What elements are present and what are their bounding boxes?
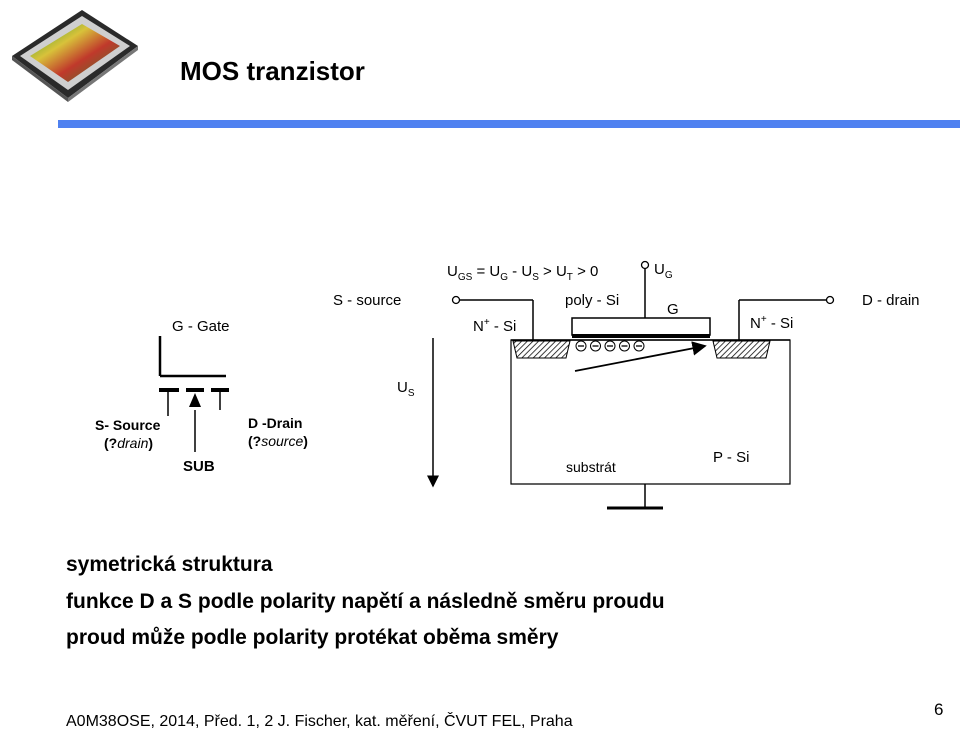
substrate-label: SUB <box>183 458 215 475</box>
footer-citation: A0M38OSE, 2014, Před. 1, 2 J. Fischer, k… <box>66 713 573 730</box>
n-plus-source-region <box>512 340 571 359</box>
poly-si-label: poly - Si <box>565 292 619 309</box>
page-number: 6 <box>934 700 944 719</box>
source-alt-label: (?drain) <box>104 435 153 451</box>
gate-terminal-circle <box>640 260 650 270</box>
electron-icon <box>590 340 601 352</box>
p-si-label: P - Si <box>713 449 749 466</box>
text-line-function: funkce D a S podle polarity napětí a nás… <box>66 590 665 613</box>
electron-icon <box>604 340 616 352</box>
drain-label: D -Drain <box>248 415 302 431</box>
text-line-current: proud může podle polarity protékat oběma… <box>66 626 559 649</box>
slide-title: MOS tranzistor <box>180 56 365 86</box>
source-voltage-label: US <box>397 379 415 399</box>
substrate-arrow-icon <box>189 393 201 407</box>
electron-icon <box>619 340 630 352</box>
gate-source-condition: UGS = UG - US > UT > 0 <box>447 263 598 283</box>
text-line-symmetric: symetrická struktura <box>66 553 273 576</box>
mosfet-symbol: G - Gate S- Source (?drain) D -Drain (?s… <box>95 318 308 475</box>
substrate-label-cz: substrát <box>566 459 616 475</box>
n-plus-drain-label: N+ - Si <box>750 314 793 332</box>
chip-logo-image <box>4 4 144 104</box>
electron-flow-arrow-icon <box>574 341 707 372</box>
gate-letter-label: G <box>667 301 679 318</box>
cross-section: UGS = UG - US > UT > 0 UG S - source D -… <box>333 260 920 510</box>
drain-terminal-label: D - drain <box>862 292 920 309</box>
gate-label: G - Gate <box>172 318 230 335</box>
electron-icon <box>633 340 645 352</box>
drain-alt-label: (?source) <box>248 433 308 449</box>
n-plus-source-label: N+ - Si <box>473 317 516 335</box>
source-label: S- Source <box>95 417 161 433</box>
mos-transistor-diagram: G - Gate S- Source (?drain) D -Drain (?s… <box>95 260 920 510</box>
title-underline-bar <box>58 120 960 128</box>
source-terminal-circle <box>451 295 461 305</box>
gate-electrode <box>571 317 711 336</box>
drain-terminal-circle <box>825 295 835 305</box>
channel-electrons <box>575 340 645 352</box>
electron-icon <box>575 340 587 352</box>
gate-voltage-label: UG <box>654 261 673 281</box>
n-plus-drain-region <box>712 340 771 359</box>
source-terminal-label: S - source <box>333 292 401 309</box>
